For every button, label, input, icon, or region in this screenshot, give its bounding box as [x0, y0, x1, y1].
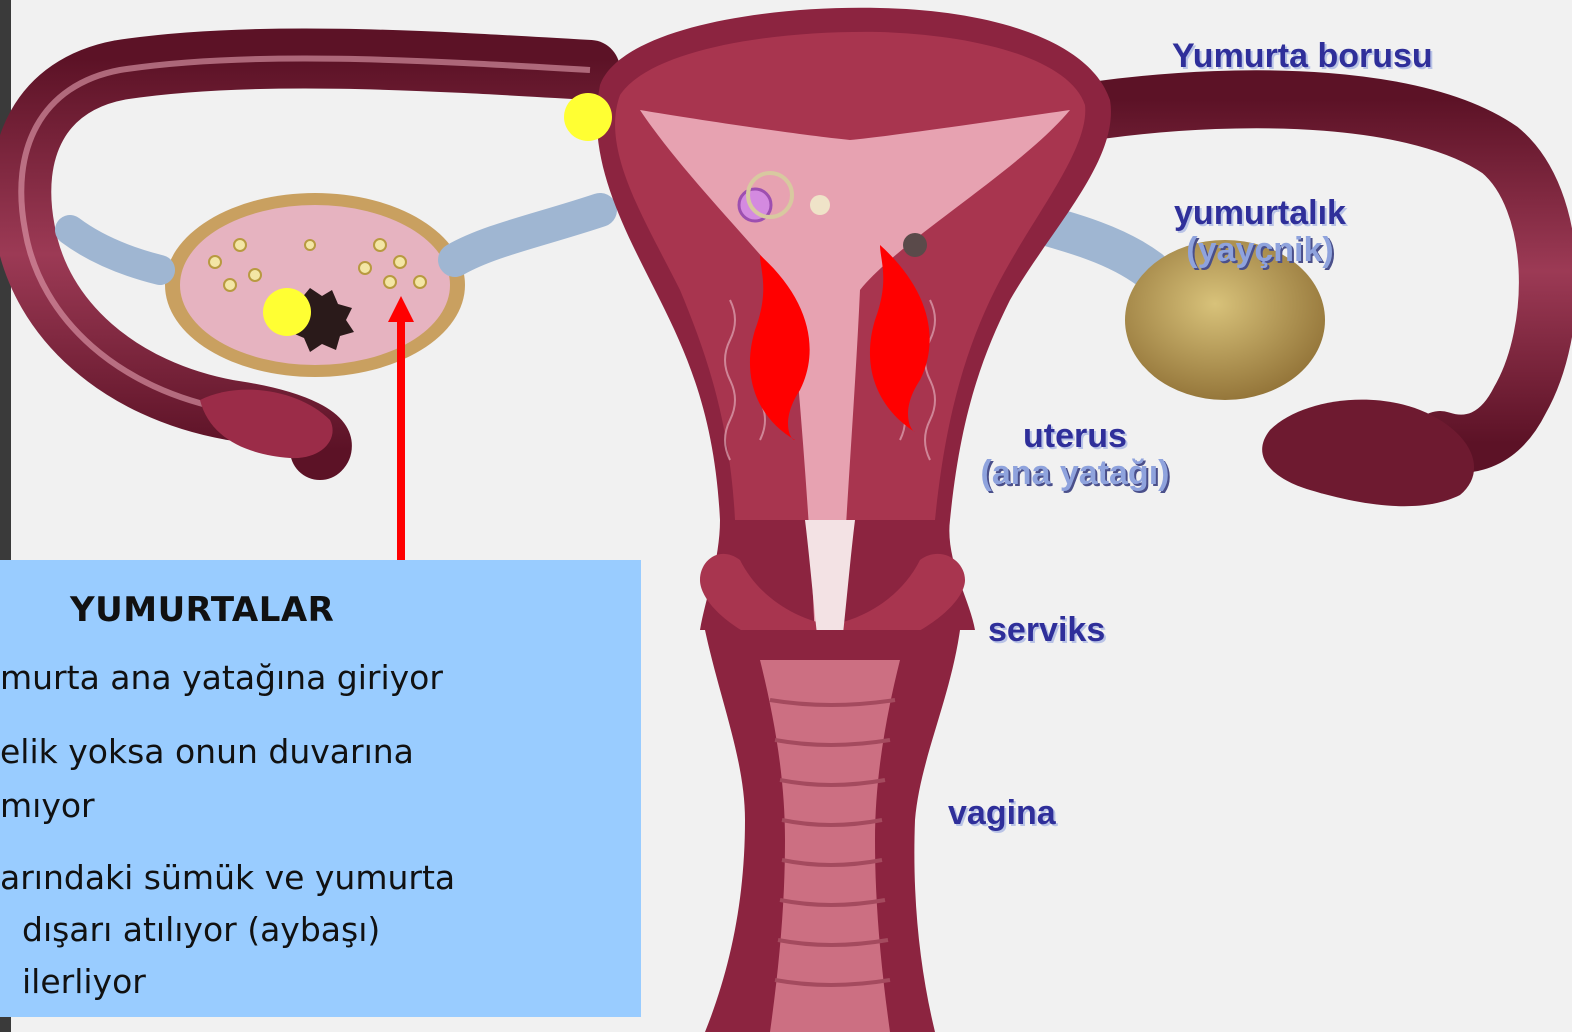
info-box: YUMURTALAR murta ana yatağına giriyor el… — [0, 560, 641, 1017]
label-uterus-alt: (ana yatağı) — [935, 455, 1215, 492]
info-line-2: elik yoksa onun duvarına — [0, 732, 414, 771]
info-line-6: ilerliyor — [22, 962, 146, 1001]
label-uterus-name: uterus — [1023, 417, 1127, 455]
info-box-title: YUMURTALAR — [70, 590, 334, 630]
label-vagina: vagina — [948, 795, 1056, 832]
egg-in-ovary — [263, 288, 311, 336]
label-fallopian-tube: Yumurta borusu — [1172, 38, 1433, 75]
label-cervix: serviks — [988, 612, 1105, 649]
label-ovary-name: yumurtalık — [1174, 194, 1346, 232]
info-line-5: dışarı atılıyor (aybaşı) — [22, 910, 380, 949]
label-ovary-alt: (yayçnik) — [1120, 232, 1400, 269]
left-fimbriae — [200, 390, 333, 459]
info-line-1: murta ana yatağına giriyor — [0, 658, 443, 697]
label-uterus: uterus (ana yatağı) — [935, 418, 1215, 493]
egg-in-tube — [564, 93, 612, 141]
info-line-3: mıyor — [0, 786, 95, 825]
label-ovary: yumurtalık (yayçnik) — [1120, 195, 1400, 270]
info-line-4: arındaki sümük ve yumurta — [0, 858, 455, 897]
